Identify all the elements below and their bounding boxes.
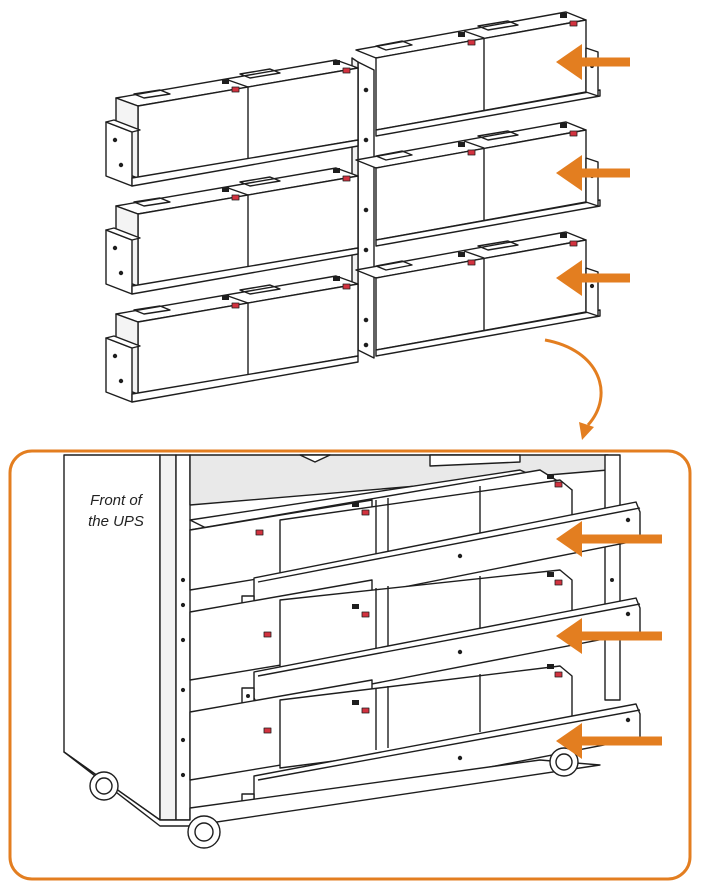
ups-cabinet — [63, 454, 641, 849]
battery-tray-assembly — [105, 11, 601, 403]
left-battery-row-1 — [105, 59, 359, 187]
push-arrow-icon — [556, 723, 662, 759]
push-arrow-icon — [556, 44, 630, 80]
cabinet-battery-row-2 — [189, 569, 641, 707]
wheel-icon — [89, 771, 119, 801]
curved-arrow-icon — [544, 338, 603, 440]
top-push-arrows — [556, 44, 630, 296]
cabinet-battery-row-3 — [189, 664, 641, 813]
push-arrow-icon — [556, 260, 630, 296]
right-battery-row-3 — [355, 231, 601, 357]
caption-line-2: the UPS — [88, 513, 144, 530]
push-arrow-icon — [556, 618, 662, 654]
push-arrow-icon — [556, 155, 630, 191]
wheel-icon — [187, 815, 221, 849]
right-battery-row-2 — [355, 121, 601, 247]
ups-front-caption: Front of the UPS — [62, 490, 170, 532]
ups-detail-frame — [8, 449, 692, 881]
cabinet-push-arrows — [556, 521, 662, 759]
caption-line-1: Front of — [90, 492, 142, 509]
left-battery-row-3 — [105, 275, 359, 403]
left-battery-row-2 — [105, 167, 359, 295]
wheel-icon — [549, 747, 579, 777]
push-arrow-icon — [556, 521, 662, 557]
right-battery-row-1 — [355, 11, 601, 137]
